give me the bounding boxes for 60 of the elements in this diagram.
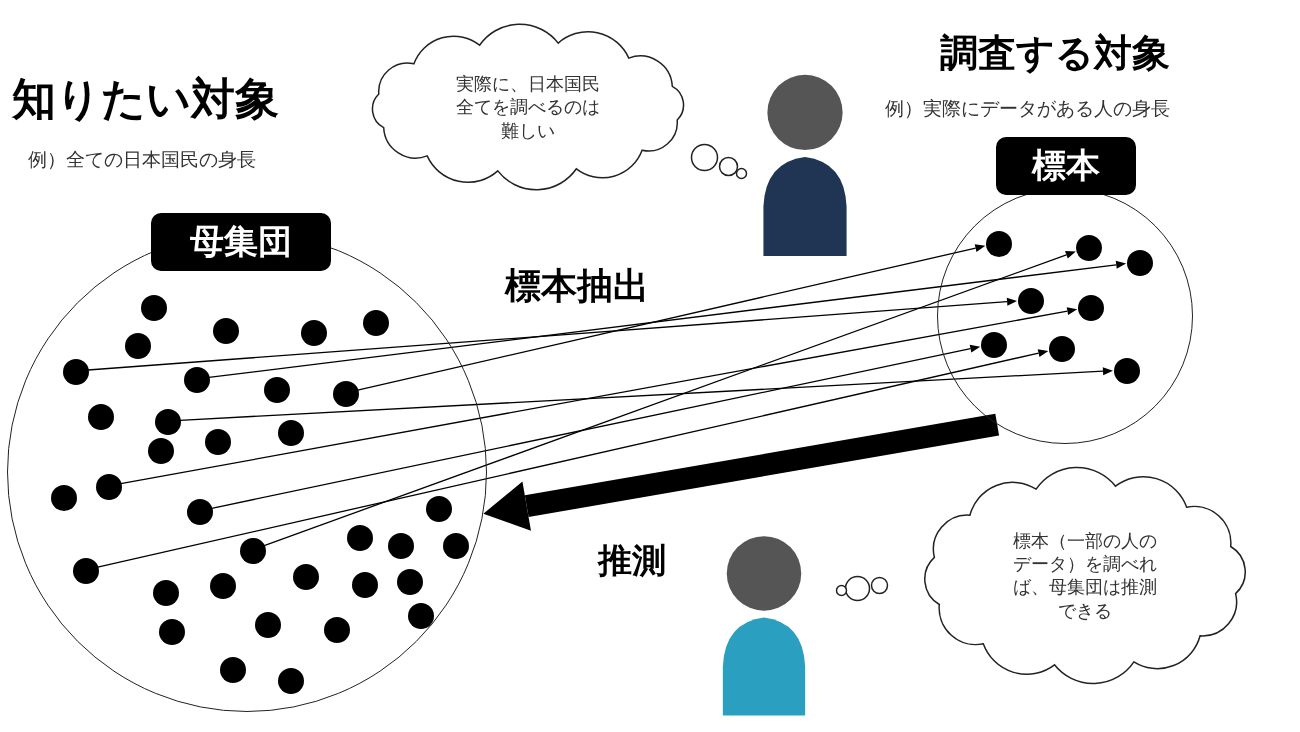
- dot: [96, 474, 122, 500]
- dot: [1127, 250, 1153, 276]
- cloud-text: 標本（一部の人のデータ）を調べれば、母集団は推測できる: [1012, 528, 1158, 623]
- dot: [141, 295, 167, 321]
- heading: 知りたい対象: [12, 72, 279, 126]
- dot: [408, 603, 434, 629]
- title-tag: 母集団: [151, 213, 331, 271]
- dot: [1114, 358, 1140, 384]
- dot: [159, 619, 185, 645]
- dot: [213, 318, 239, 344]
- dot: [363, 310, 389, 336]
- arrow: [211, 344, 981, 509]
- arrow: [357, 244, 986, 391]
- arrow: [97, 349, 1049, 568]
- dot: [1049, 336, 1075, 362]
- dot: [210, 573, 236, 599]
- dot: [125, 333, 151, 359]
- dot: [397, 569, 423, 595]
- dot: [184, 367, 210, 393]
- dot: [155, 409, 181, 435]
- dot: [301, 320, 327, 346]
- arrow: [87, 297, 1018, 371]
- dot: [443, 533, 469, 559]
- dot: [148, 438, 174, 464]
- dot: [388, 533, 414, 559]
- dot: [1018, 288, 1044, 314]
- dot: [278, 420, 304, 446]
- dot: [73, 558, 99, 584]
- arrow: [120, 307, 1078, 485]
- dot: [426, 496, 452, 522]
- dot: [333, 381, 359, 407]
- dot: [51, 485, 77, 511]
- heading: 調査する対象: [940, 30, 1170, 77]
- dot: [187, 499, 213, 525]
- dot: [981, 332, 1007, 358]
- dot: [347, 525, 373, 551]
- dot: [278, 668, 304, 694]
- dot: [205, 429, 231, 455]
- cloud-text: 実際に、日本国民全てを調べるのは難しい: [455, 71, 601, 143]
- dot: [88, 404, 114, 430]
- arrow: [208, 260, 1127, 379]
- example-note: 例）実際にデータがある人の身長: [885, 96, 1170, 121]
- dot: [986, 231, 1012, 257]
- dot: [153, 580, 179, 606]
- dot: [63, 359, 89, 385]
- dot: [1076, 235, 1102, 261]
- dot: [293, 564, 319, 590]
- dot: [352, 572, 378, 598]
- dot: [1078, 295, 1104, 321]
- example-note: 例）全ての日本国民の身長: [28, 147, 256, 172]
- arrow: [263, 251, 1076, 547]
- dot: [220, 657, 246, 683]
- dot: [264, 377, 290, 403]
- arrow: [179, 367, 1113, 421]
- heading: 標本抽出: [505, 264, 649, 308]
- dot: [255, 612, 281, 638]
- dot: [324, 617, 350, 643]
- dot: [240, 538, 266, 564]
- title-tag: 標本: [996, 137, 1136, 195]
- thick-arrow: [483, 413, 1000, 531]
